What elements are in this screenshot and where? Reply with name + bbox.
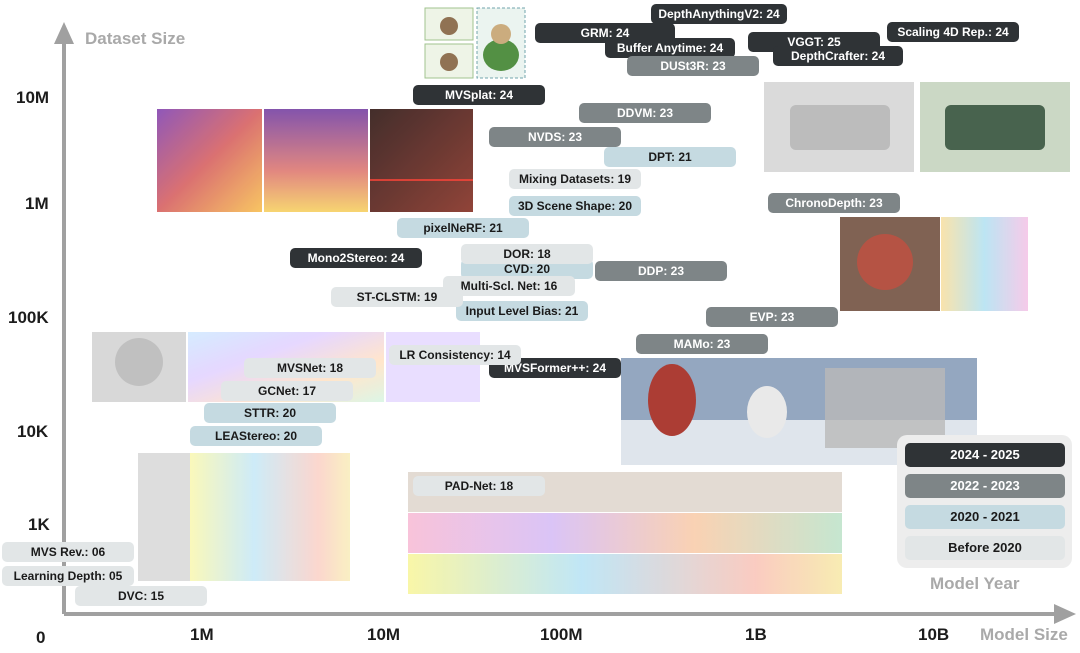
y-tick-label: 1M [25,194,49,213]
model-label: LR Consistency: 14 [389,345,521,365]
legend-item-before-2020: Before 2020 [905,536,1065,560]
model-label: LEAStereo: 20 [190,426,322,446]
model-label: CVD: 20 [461,259,593,279]
bunny-thumbnail [424,43,474,79]
y-tick-label: 10K [17,422,49,441]
y-tick-label: 100K [8,308,49,327]
depth-thumbnail [264,109,368,212]
model-label: 3D Scene Shape: 20 [509,196,641,216]
model-label: DepthCrafter: 24 [773,46,903,66]
model-label: EVP: 23 [706,307,838,327]
model-label: DUSt3R: 23 [627,56,759,76]
model-label: MAMo: 23 [636,334,768,354]
model-label: Learning Depth: 05 [2,566,134,586]
x-tick-label: 100M [540,625,583,644]
depth-thumbnail [190,453,350,581]
model-label: Mono2Stereo: 24 [290,248,422,268]
model-label: NVDS: 23 [489,127,621,147]
model-label: DDVM: 23 [579,103,711,123]
x-tick-label: 1B [745,625,767,644]
model-label: MVSNet: 18 [244,358,376,378]
depth-thumbnail [941,217,1028,311]
model-label: STTR: 20 [204,403,336,423]
room-thumbnail [370,109,473,212]
model-label: DOR: 18 [461,244,593,264]
model-label: DepthAnythingV2: 24 [651,4,787,24]
model-label: ST-CLSTM: 19 [331,287,463,307]
legend-item-2024-2025: 2024 - 2025 [905,443,1065,467]
model-label: PAD-Net: 18 [413,476,545,496]
x-tick-label: 1M [190,625,214,644]
model-label: GCNet: 17 [221,381,353,401]
x-tick-label: 10M [367,625,400,644]
y-axis-title: Dataset Size [85,29,185,48]
model-label: MVSplat: 24 [413,85,545,105]
x-axis-title: Model Size [980,625,1068,644]
legend-item-2020-2021: 2020 - 2021 [905,505,1065,529]
y-axis-arrow [54,22,74,44]
model-label: MVS Rev.: 06 [2,542,134,562]
disparity-thumbnail [386,332,480,402]
model-label: ChronoDepth: 23 [768,193,900,213]
x-axis-arrow [1054,604,1076,624]
depth-thumbnail [408,554,842,594]
model-label: MVSFormer++: 24 [489,358,621,378]
y-tick-label: 1K [28,515,50,534]
x-tick-label: 0 [36,628,45,647]
model-label: Input Level Bias: 21 [456,301,588,321]
model-label: Multi-Scl. Net: 16 [443,276,575,296]
model-label: pixelNeRF: 21 [397,218,529,238]
segmentation-thumbnail [408,513,842,553]
model-label: DDP: 23 [595,261,727,281]
model-label: DVC: 15 [75,586,207,606]
legend-item-2022-2023: 2022 - 2023 [905,474,1065,498]
x-tick-label: 10B [918,625,949,644]
model-label: Buffer Anytime: 24 [605,38,735,58]
y-tick-label: 10M [16,88,49,107]
street-thumbnail [138,453,190,581]
model-label: Mixing Datasets: 19 [509,169,641,189]
legend-title: Model Year [930,574,1020,593]
legend: 2024 - 2025 2022 - 2023 2020 - 2021 Befo… [897,435,1072,568]
model-label: Scaling 4D Rep.: 24 [887,22,1019,42]
model-label: DPT: 21 [604,147,736,167]
depth-thumbnail [157,109,262,212]
